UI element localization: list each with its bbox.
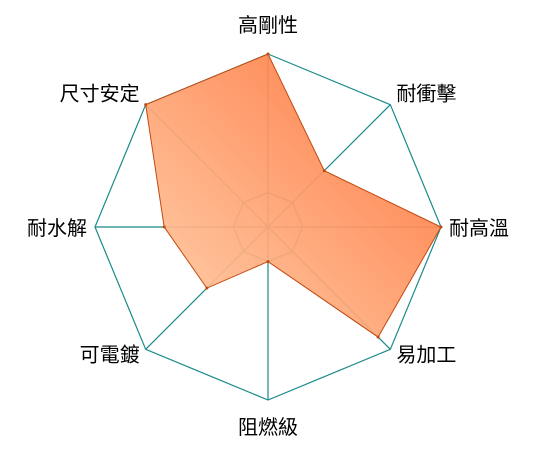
data-point-8 <box>144 103 148 107</box>
data-point-5 <box>266 260 270 264</box>
data-point-4 <box>376 335 380 339</box>
axis-label-5: 阻燃級 <box>238 415 298 439</box>
data-point-1 <box>266 52 270 56</box>
data-point-2 <box>322 169 326 173</box>
axis-label-1: 高剛性 <box>238 13 298 37</box>
data-point-6 <box>205 286 209 290</box>
axis-label-2: 耐衝擊 <box>396 82 456 106</box>
axis-label-3: 耐高溫 <box>449 216 509 240</box>
axis-label-4: 易加工 <box>396 342 456 366</box>
axis-label-8: 尺寸安定 <box>60 82 140 106</box>
data-point-3 <box>439 225 443 229</box>
radar-data <box>144 52 443 339</box>
axis-label-6: 可電鍍 <box>80 342 140 366</box>
axis-label-7: 耐水解 <box>27 216 87 240</box>
data-point-7 <box>162 225 166 229</box>
